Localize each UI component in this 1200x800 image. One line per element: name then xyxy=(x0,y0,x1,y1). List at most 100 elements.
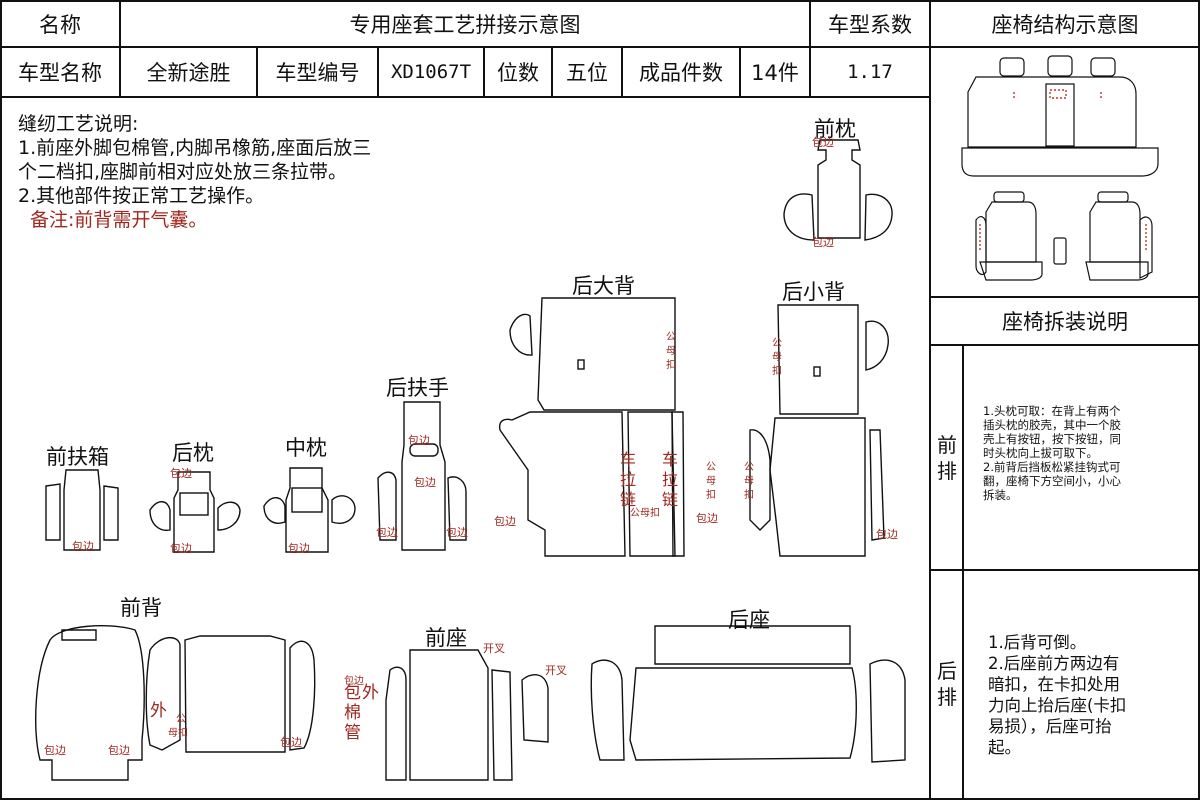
button-marks: 公母扣 公母扣 公母扣 公母扣 公母扣 公母扣 包边 xyxy=(168,332,782,739)
zipper-marks: 车拉链 车拉链 外 包外 棉管 xyxy=(150,450,678,743)
mark-slit: 开叉 xyxy=(545,664,567,677)
instruction-line: 1.后背可倒。 xyxy=(988,633,1087,652)
instruction-line: 2.前背后挡板松紧挂钩式可 xyxy=(983,460,1121,474)
model-code-label: 车型编号 xyxy=(275,61,360,85)
rear-row-label: 后排 xyxy=(937,659,957,709)
coeff-value: 1.17 xyxy=(847,61,893,83)
notes-remark: 备注:前背需开气囊。 xyxy=(30,209,208,231)
svg-text:母: 母 xyxy=(706,475,716,487)
mark-edge: 包边 xyxy=(414,476,436,489)
instruction-line: 起。 xyxy=(988,738,1021,757)
svg-text:车: 车 xyxy=(620,450,636,469)
piece-title-front-armbox: 前扶箱 xyxy=(46,445,109,469)
pattern-rear-big-back xyxy=(498,297,685,557)
mark-edge: 包边 xyxy=(108,744,130,757)
svg-text:车: 车 xyxy=(662,450,678,469)
name-label: 名称 xyxy=(39,12,81,37)
mark-edge: 包边 xyxy=(280,736,302,749)
mark-edge: 包边 xyxy=(494,515,516,528)
front-row-instructions: 1.头枕可取：在背上有两个插头枕的胶壳，其中一个胶壳上有按钮，按下按钮，同时头枕… xyxy=(983,404,1197,502)
pattern-rear-seat xyxy=(590,625,906,763)
piece-title-rear-big-back: 后大背 xyxy=(572,274,635,298)
svg-text:包: 包 xyxy=(344,683,361,703)
piece-title-rear-armrest: 后扶手 xyxy=(386,376,449,400)
pattern-front-back xyxy=(35,625,316,781)
mark-edge: 包边 xyxy=(170,467,192,480)
sewing-notes: 缝纫工艺说明: 1.前座外脚包棉管,内脚吊橡筋,座面后放三 个二档扣,座脚前相对… xyxy=(18,112,371,232)
svg-text:母扣: 母扣 xyxy=(168,726,188,739)
notes-line: 2.其他部件按正常工艺操作。 xyxy=(18,185,265,207)
front-row-label: 前排 xyxy=(937,433,957,483)
svg-text:扣: 扣 xyxy=(666,358,676,371)
piece-title-rear-headrest: 后枕 xyxy=(172,441,214,465)
mark-edge: 包边 xyxy=(812,136,834,149)
instruction-line: 壳上有按钮，按下按钮，同 xyxy=(983,432,1121,446)
structure-title: 座椅结构示意图 xyxy=(991,12,1139,37)
pattern-front-headrest xyxy=(783,139,893,241)
mark-edge: 包边 xyxy=(376,526,398,539)
pattern-front-seat xyxy=(385,649,549,781)
notes-line: 个二档扣,座脚前相对应处放三条拉带。 xyxy=(18,161,348,183)
svg-text:公: 公 xyxy=(706,462,716,473)
pattern-rear-armrest xyxy=(377,401,467,551)
mark-edge: 包边 xyxy=(72,540,94,553)
svg-text:扣: 扣 xyxy=(772,364,782,377)
model-name: 全新途胜 xyxy=(146,61,231,85)
svg-text:母: 母 xyxy=(666,345,676,357)
pattern-rear-headrest xyxy=(149,471,241,553)
mark-edge: 包边 xyxy=(446,526,468,539)
piece-title-middle-headrest: 中枕 xyxy=(285,436,327,460)
svg-text:公: 公 xyxy=(176,714,186,725)
instruction-line: 力向上抬后座(卡扣 xyxy=(988,696,1127,715)
mark-edge: 包边 xyxy=(408,434,430,447)
mark-edge: 包边 xyxy=(170,542,192,555)
svg-text:公: 公 xyxy=(744,462,754,473)
disassembly-title: 座椅拆装说明 xyxy=(1002,310,1128,334)
notes-line: 1.前座外脚包棉管,内脚吊橡筋,座面后放三 xyxy=(18,137,372,159)
svg-text:公母扣: 公母扣 xyxy=(630,506,660,519)
pattern-rear-small-back xyxy=(749,304,889,557)
instruction-line: 时头枕向上拔可取下。 xyxy=(983,446,1098,460)
svg-text:管: 管 xyxy=(344,723,361,743)
piece-title-front-headrest: 前枕 xyxy=(814,117,856,141)
pieces-label: 成品件数 xyxy=(639,61,723,85)
instruction-line: 2.后座前方两边有 xyxy=(988,654,1120,673)
svg-text:包边: 包边 xyxy=(344,674,364,687)
page-title: 专用座套工艺拼接示意图 xyxy=(349,12,581,37)
mark-slit: 开叉 xyxy=(483,642,505,655)
stitch-marks: 包边 包边 包边 包边 包边 包边 包边 包边 包边 包边 包边 包边 包边 包… xyxy=(44,136,898,757)
svg-text:外: 外 xyxy=(150,701,167,721)
svg-text:棉: 棉 xyxy=(344,703,361,723)
notes-title: 缝纫工艺说明: xyxy=(18,113,139,135)
instruction-line: 暗扣，在卡扣处用 xyxy=(988,675,1120,694)
piece-title-front-seat: 前座 xyxy=(425,626,467,650)
rear-row-instructions: 1.后背可倒。 2.后座前方两边有暗扣，在卡扣处用力向上抬后座(卡扣易损），后座可… xyxy=(988,632,1193,758)
instruction-line: 拆装。 xyxy=(983,488,1018,502)
svg-text:公: 公 xyxy=(666,332,676,343)
seats-value: 五位 xyxy=(566,61,608,85)
model-code: XD1067T xyxy=(390,61,472,83)
instruction-line: 1.头枕可取：在背上有两个 xyxy=(983,404,1121,418)
mark-edge: 包边 xyxy=(876,528,898,541)
instruction-line: 易损），后座可抬 xyxy=(988,717,1112,736)
seats-label: 位数 xyxy=(497,61,539,85)
svg-text:扣: 扣 xyxy=(744,488,754,501)
instruction-line: 翻，座椅下方空间小，小心 xyxy=(983,474,1121,488)
svg-text:外: 外 xyxy=(362,683,379,703)
piece-title-front-back: 前背 xyxy=(120,596,162,620)
piece-title-rear-small-back: 后小背 xyxy=(782,280,845,304)
svg-text:公: 公 xyxy=(772,338,782,349)
seat-structure-sketch xyxy=(961,55,1159,281)
pattern-front-armbox xyxy=(45,469,119,551)
piece-title-rear-seat: 后座 xyxy=(728,608,770,632)
coeff-label: 车型系数 xyxy=(828,12,912,37)
pattern-drawing: 包边 包边 包边 包边 包边 包边 包边 包边 包边 包边 包边 包边 包边 包… xyxy=(35,136,906,781)
svg-text:链: 链 xyxy=(662,490,678,509)
mark-edge: 包边 xyxy=(44,744,66,757)
svg-text:母: 母 xyxy=(772,351,782,363)
instruction-line: 插头枕的胶壳，其中一个胶 xyxy=(983,418,1121,432)
svg-text:拉: 拉 xyxy=(620,470,636,489)
mark-edge: 包边 xyxy=(696,512,718,525)
